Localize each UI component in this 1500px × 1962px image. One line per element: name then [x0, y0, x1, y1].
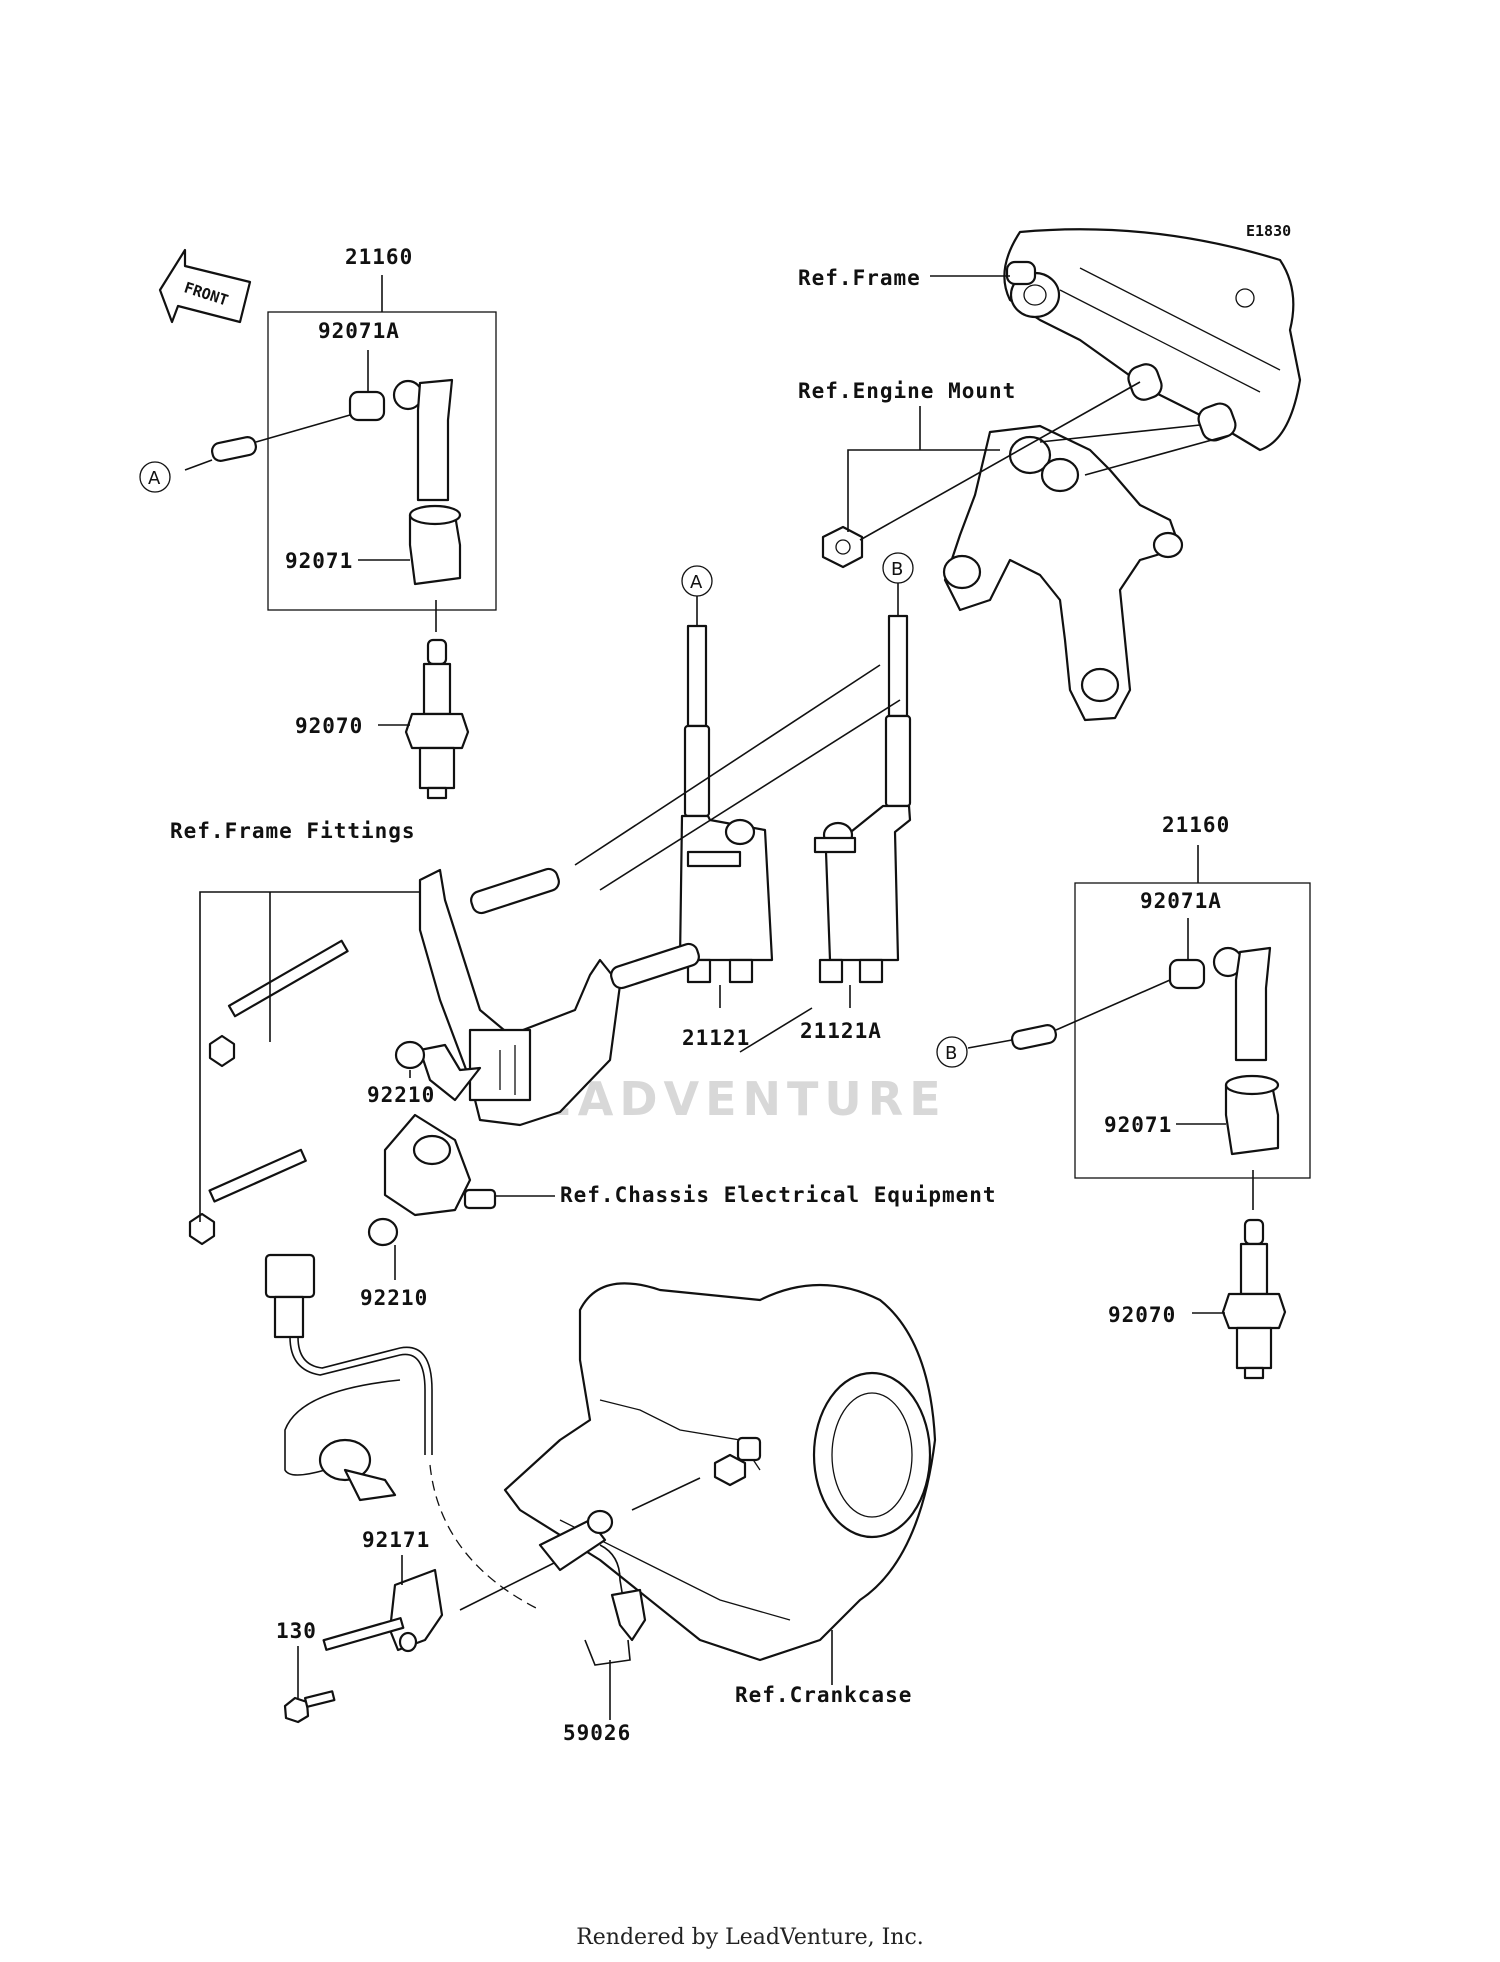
- label-ref-crankcase: Ref.Crankcase: [735, 1683, 912, 1707]
- mount-block: [383, 1113, 497, 1217]
- long-bolt-upper: [208, 939, 349, 1068]
- label-92071a-right: 92071A: [1140, 889, 1222, 913]
- bolt-130: [283, 1690, 336, 1724]
- label-92070-left: 92070: [295, 714, 363, 738]
- label-92071-right: 92071: [1104, 1113, 1172, 1137]
- callout-a-left: A: [148, 468, 161, 489]
- plug-cap-left: [348, 378, 462, 586]
- label-92210-upper: 92210: [367, 1083, 435, 1107]
- label-ref-chassis: Ref.Chassis Electrical Equipment: [560, 1183, 997, 1207]
- label-21121a: 21121A: [800, 1019, 882, 1043]
- label-21121: 21121: [682, 1026, 750, 1050]
- label-59026: 59026: [563, 1721, 631, 1745]
- ignition-coil-21121a: [813, 614, 912, 984]
- wiring-harness: [264, 1253, 433, 1502]
- plug-cap-right: [1168, 946, 1280, 1156]
- callout-a-coil: A: [690, 572, 703, 593]
- spark-plug-right: [1221, 1218, 1287, 1380]
- engine-mount-shape: [942, 424, 1184, 722]
- frame-reference-shape: [1003, 228, 1302, 452]
- callout-b-coil: B: [891, 559, 903, 580]
- sensor-59026: [538, 1509, 647, 1666]
- label-21160-right: 21160: [1162, 813, 1230, 837]
- label-ref-frame: Ref.Frame: [798, 266, 921, 290]
- clamp-92171: [322, 1568, 444, 1653]
- crankcase-reference-shape: [503, 1282, 937, 1662]
- label-92070-right: 92070: [1108, 1303, 1176, 1327]
- label-92171: 92171: [362, 1528, 430, 1552]
- label-92210-lower: 92210: [360, 1286, 428, 1310]
- label-92071a-left: 92071A: [318, 319, 400, 343]
- diagram-code: E1830: [1246, 222, 1291, 240]
- ignition-coil-21121: [678, 624, 774, 984]
- coil-bracket: [418, 868, 622, 1127]
- label-130: 130: [276, 1619, 317, 1643]
- assembly-box-right: [1074, 882, 1311, 1179]
- rendered-by-footer: Rendered by LeadVenture, Inc.: [576, 1925, 924, 1950]
- long-bolt-lower: [188, 1148, 307, 1246]
- spark-plug-left: [404, 638, 470, 800]
- label-92071-left: 92071: [285, 549, 353, 573]
- label-ref-engine-mount: Ref.Engine Mount: [798, 379, 1016, 403]
- label-ref-frame-fittings: Ref.Frame Fittings: [170, 819, 416, 843]
- front-arrow-icon: FRONT: [158, 248, 252, 324]
- label-21160-left: 21160: [345, 245, 413, 269]
- callout-b-right: B: [945, 1043, 957, 1064]
